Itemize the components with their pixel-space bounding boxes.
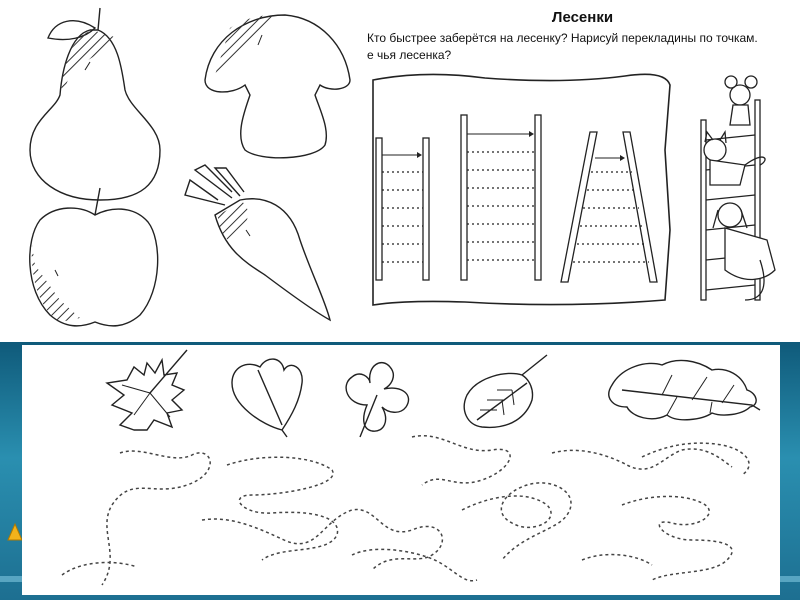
leaves-tracing-worksheet [22, 345, 780, 595]
worksheet-title: Лесенки [551, 9, 614, 26]
maple-leaf [105, 349, 188, 431]
leaves-drawing [61, 349, 761, 586]
ladder-left [375, 137, 430, 281]
ladder-middle [460, 114, 542, 281]
clover-leaf [345, 362, 410, 438]
pear-outline [29, 7, 161, 201]
ladders-drawing [372, 73, 776, 306]
worksheet-frame [372, 73, 671, 306]
decoration-icon [7, 522, 23, 541]
ladder-right [560, 131, 658, 283]
carrot-outline [184, 164, 332, 322]
birch-leaf [463, 354, 548, 429]
mushroom-outline [204, 14, 351, 159]
shapes-drawing [29, 7, 351, 327]
linden-leaf [231, 358, 303, 438]
animals-on-ladder-illustration [700, 75, 776, 301]
worksheet-question: е чья лесенка? [367, 48, 452, 62]
apple-outline [29, 187, 159, 327]
ladders-worksheet: Лесенки Кто быстрее заберётся на лесенку… [365, 0, 800, 342]
worksheet-instruction: Кто быстрее заберётся на лесенку? Нарису… [367, 31, 758, 45]
shapes-hatching-worksheet [0, 0, 365, 342]
oak-leaf [608, 359, 761, 421]
tracing-paths [61, 435, 750, 586]
